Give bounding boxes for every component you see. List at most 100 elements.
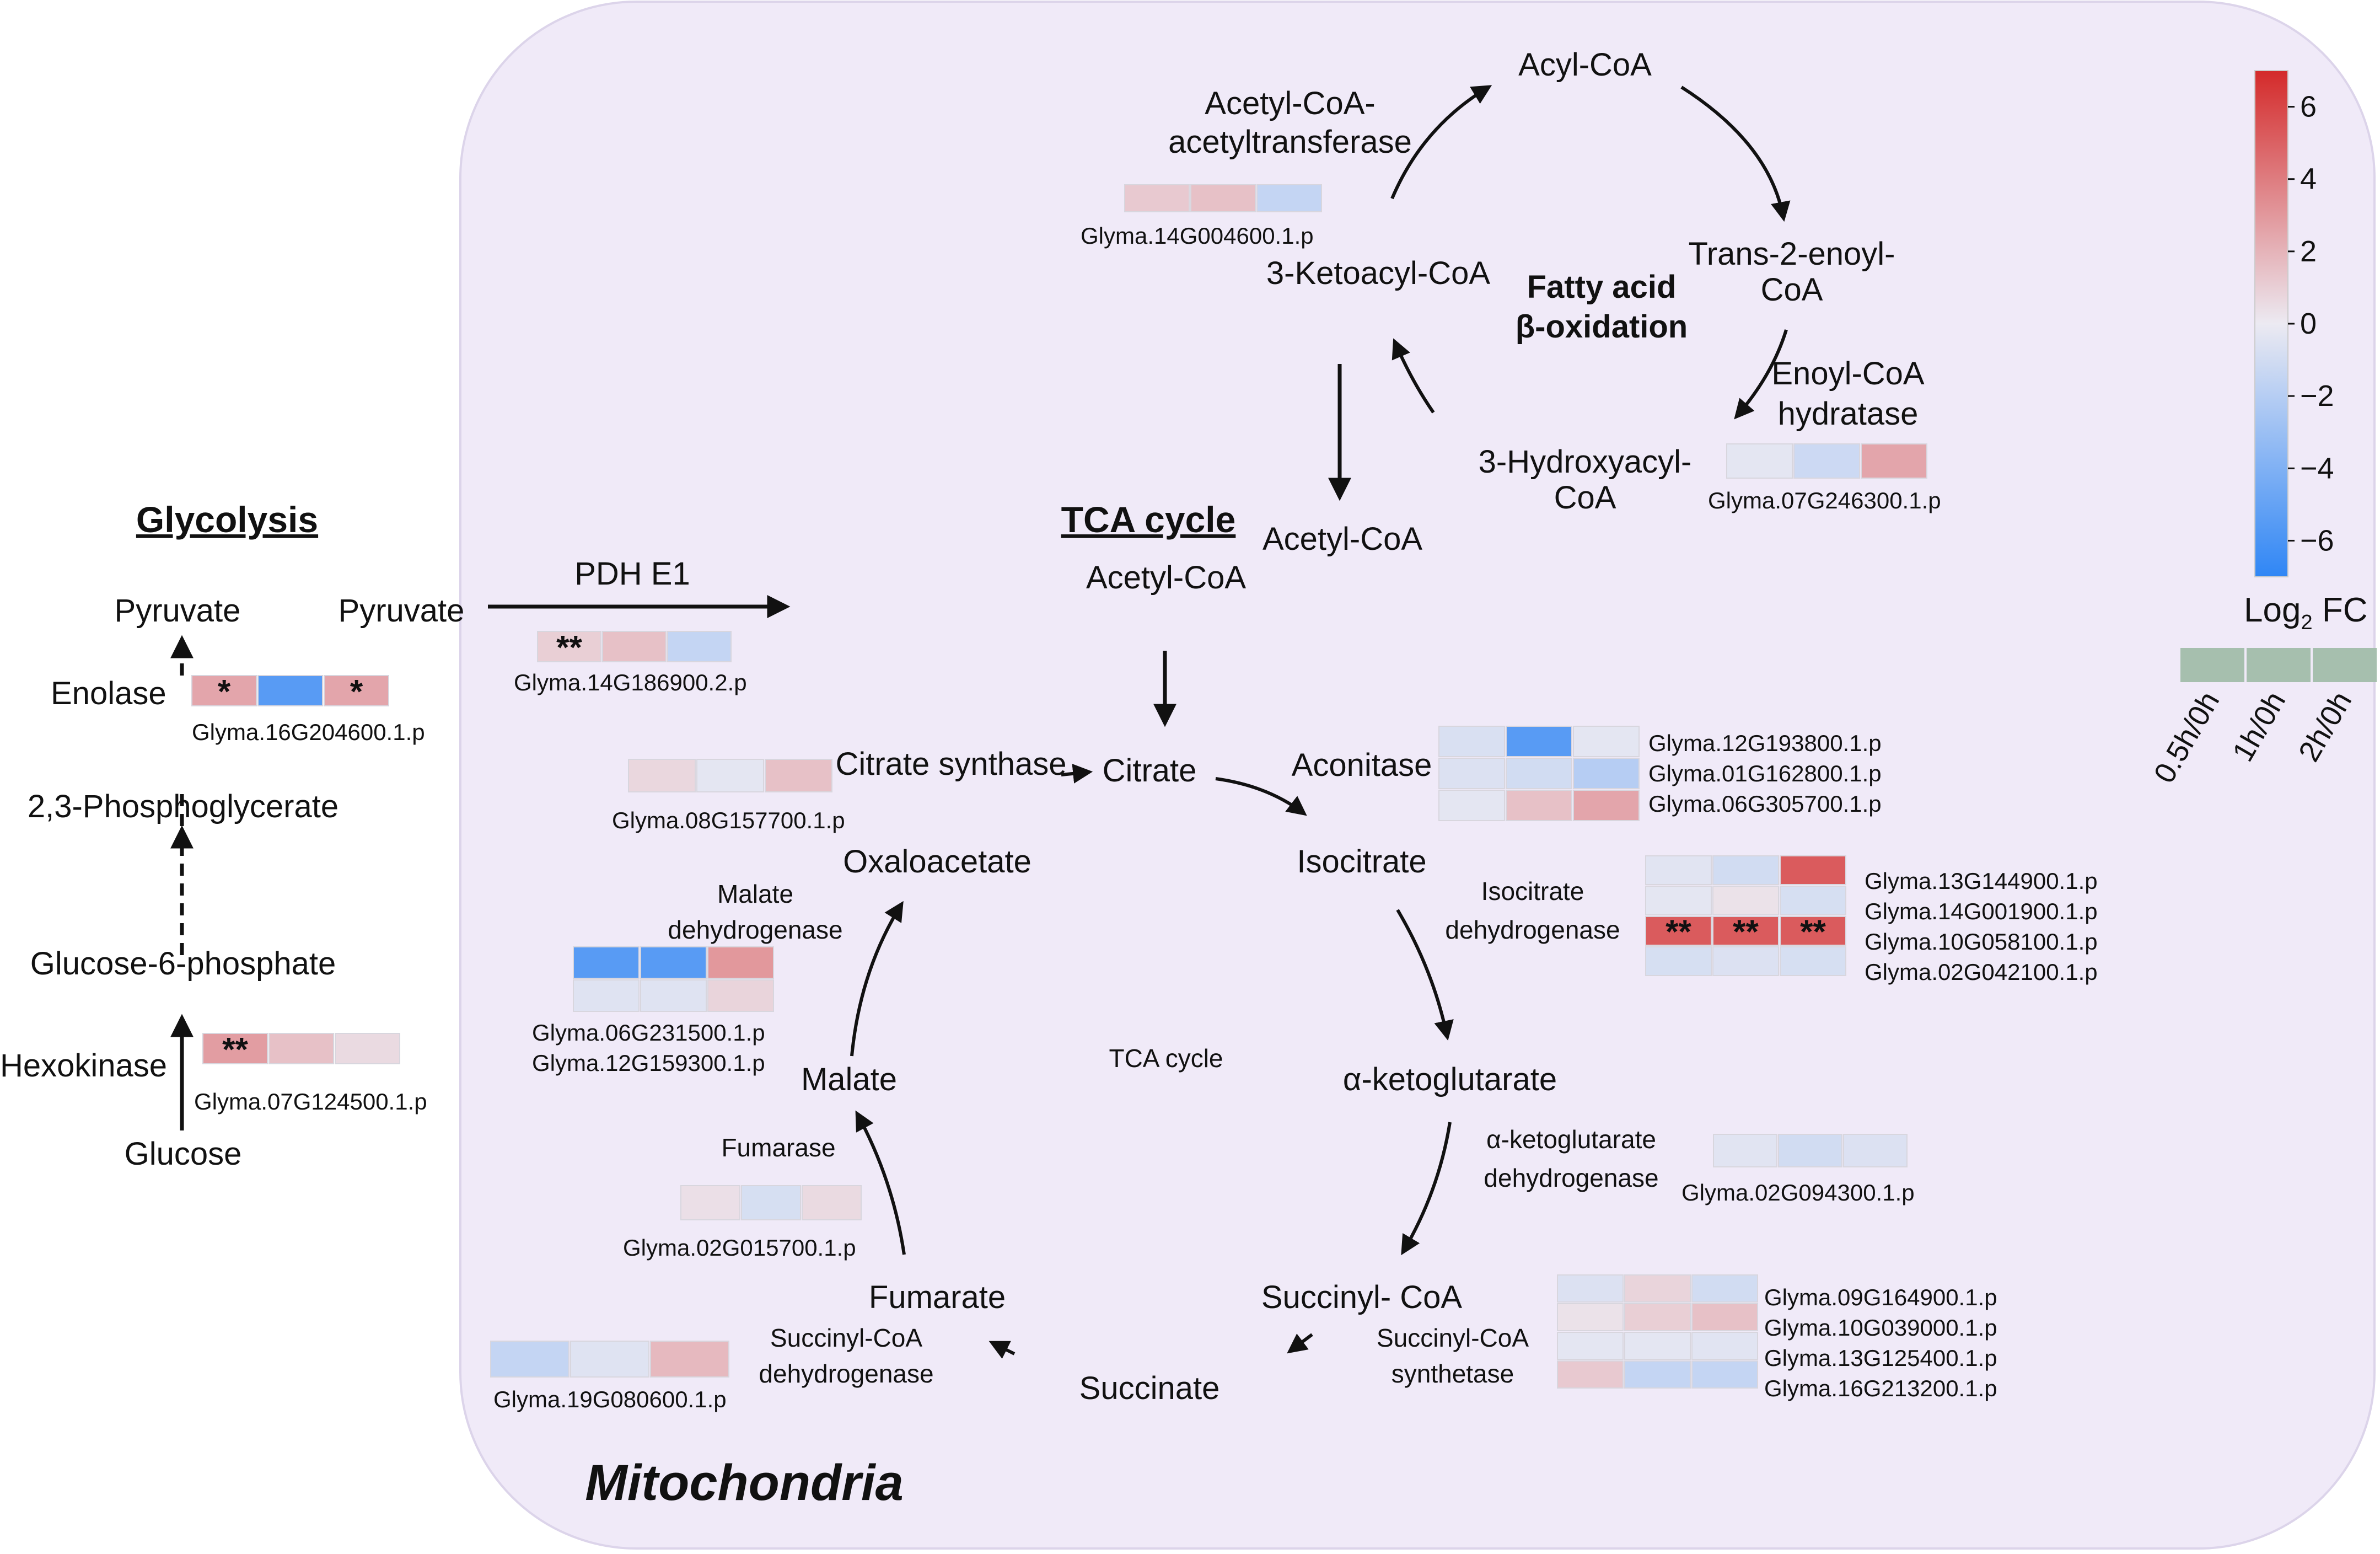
- trans-enoyl-coa-line1: Trans-2-enoyl-: [1689, 236, 1895, 272]
- scale-tick-label: −2: [2300, 379, 2334, 412]
- significance-stars: **: [1666, 913, 1691, 950]
- heatmap-cell: [570, 1341, 649, 1378]
- arrow-trans-hydroxy: [1734, 329, 1788, 420]
- enolase-label: Enolase: [51, 676, 166, 711]
- legend-label-fc: FC: [2313, 591, 2368, 629]
- heatmap-cell: [707, 979, 774, 1012]
- heatmaps: **Glyma.16G204600.1.p**Glyma.07G124500.1…: [191, 184, 2098, 1412]
- significance-stars: **: [556, 629, 582, 666]
- acat-line2: acetyltransferase: [1168, 124, 1412, 160]
- color-scale-bar: [2254, 70, 2288, 577]
- gene-id-label: Glyma.13G144900.1.p: [1865, 868, 2098, 894]
- gene-id-label: Glyma.10G058100.1.p: [1865, 929, 2098, 955]
- heatmap-cell: [1624, 1303, 1691, 1331]
- trans-enoyl-coa-line2: CoA: [1761, 272, 1823, 308]
- arrow-acyl-trans: [1680, 85, 1791, 222]
- oxaloacetate: Oxaloacetate: [843, 844, 1031, 880]
- significance-stars: **: [1800, 913, 1826, 950]
- gene-id-label: Glyma.08G157700.1.p: [612, 807, 845, 833]
- heatmap-cell: [324, 675, 389, 706]
- sdh-line1: Succinyl-CoA: [770, 1323, 922, 1352]
- legend-column-cell: [2247, 648, 2311, 682]
- heatmap-fum: Glyma.02G015700.1.p: [623, 1185, 862, 1261]
- heatmap-cell: [1712, 946, 1779, 976]
- arrow-citrate-isocitrate: [1215, 777, 1307, 816]
- pdh-e1-label: PDH E1: [574, 556, 690, 592]
- heatmap-cell: [1780, 946, 1846, 976]
- heatmap-cell: [1843, 1134, 1908, 1167]
- gene-id-label: Glyma.02G015700.1.p: [623, 1235, 856, 1261]
- gene-id-label: Glyma.16G213200.1.p: [1764, 1375, 1997, 1401]
- significance-stars: *: [350, 673, 363, 710]
- gene-id-label: Glyma.06G231500.1.p: [532, 1020, 765, 1046]
- heatmap-akgdh: Glyma.02G094300.1.p: [1681, 1134, 1915, 1205]
- gene-id-label: Glyma.10G039000.1.p: [1764, 1315, 1997, 1341]
- heatmap-cell: [1691, 1303, 1758, 1331]
- heatmap-cell: [765, 759, 832, 792]
- heatmap-cell: [1624, 1274, 1691, 1303]
- gene-id-label: Glyma.02G042100.1.p: [1865, 959, 2098, 985]
- gene-id-label: Glyma.07G246300.1.p: [1708, 487, 1941, 513]
- heatmap-cs: Glyma.08G157700.1.p: [612, 759, 845, 833]
- heatmap-cell: [537, 631, 601, 662]
- heatmap-acat: Glyma.14G004600.1.p: [1081, 184, 1322, 249]
- heatmap-cell: [1124, 184, 1190, 212]
- tca-title: TCA cycle: [1061, 499, 1236, 540]
- arrow-fumarate-malate: [855, 1110, 906, 1255]
- heatmap-cell: [1713, 1134, 1777, 1167]
- scs-line1: Succinyl-CoA: [1377, 1323, 1529, 1352]
- scale-tick-label: 4: [2300, 163, 2317, 196]
- glycolysis-title: Glycolysis: [136, 499, 318, 540]
- acat-line1: Acetyl-CoA-: [1205, 85, 1375, 121]
- heatmap-cell: [1793, 443, 1860, 479]
- heatmap-cell: [335, 1033, 400, 1064]
- heatmap-idh: Glyma.13G144900.1.pGlyma.14G001900.1.p**…: [1645, 855, 2098, 985]
- heatmap-cell: [1780, 916, 1846, 946]
- heatmap-cell: [1726, 443, 1793, 479]
- alpha-ketoglutarate: α-ketoglutarate: [1343, 1062, 1557, 1097]
- beta-oxidation-arrows: [1328, 85, 1791, 501]
- heatmap-cell: [667, 631, 732, 662]
- fatty-acid-title-line2: β-oxidation: [1516, 309, 1688, 345]
- akgdh-line1: α-ketoglutarate: [1486, 1125, 1656, 1154]
- gene-id-label: Glyma.12G193800.1.p: [1648, 730, 1882, 756]
- tca-arrows: [850, 763, 1454, 1359]
- arrow-ketoacyl-acyl: [1390, 85, 1492, 200]
- heatmap-cell: [573, 946, 640, 979]
- heatmap-cell: [1557, 1274, 1624, 1303]
- heatmap-cell: [1712, 855, 1779, 885]
- scale-tick-label: 6: [2300, 90, 2317, 124]
- ketoacyl-coa: 3-Ketoacyl-CoA: [1266, 255, 1490, 291]
- heatmap-cell: [1861, 443, 1927, 479]
- heatmap-cell: [1506, 790, 1572, 821]
- pyruvate-glycolysis: Pyruvate: [115, 593, 241, 629]
- heatmap-cell: [1645, 855, 1712, 885]
- heatmap-cell: [602, 631, 667, 662]
- citrate-synthase-label: Citrate synthase: [835, 746, 1066, 782]
- acyl-coa: Acyl-CoA: [1518, 47, 1652, 83]
- legend-label: Log2 FC: [2244, 591, 2367, 634]
- heatmap-acon: Glyma.12G193800.1.pGlyma.01G162800.1.pGl…: [1438, 726, 1882, 821]
- isocitrate-dehydrogenase-line2: dehydrogenase: [1445, 915, 1620, 944]
- heatmap-cell: [1557, 1332, 1624, 1360]
- heatmap-cell: [1712, 886, 1779, 915]
- heatmap-ech: Glyma.07G246300.1.p: [1708, 443, 1941, 513]
- heatmap-cell: [640, 979, 707, 1012]
- gene-id-label: Glyma.02G094300.1.p: [1681, 1180, 1915, 1205]
- heatmap-cell: [1645, 886, 1712, 915]
- heatmap-cell: [1780, 886, 1846, 915]
- heatmap-cell: [680, 1185, 740, 1220]
- scs-line2: synthetase: [1392, 1359, 1514, 1388]
- gene-id-label: Glyma.19G080600.1.p: [493, 1386, 727, 1412]
- legend-label-sub: 2: [2301, 611, 2312, 634]
- heatmap-cell: [1645, 946, 1712, 976]
- fumarase-label: Fumarase: [721, 1133, 835, 1162]
- heatmap-scs: Glyma.09G164900.1.pGlyma.10G039000.1.pGl…: [1557, 1274, 1997, 1401]
- heatmap-cell: [268, 1033, 334, 1064]
- legend-label-log: Log: [2244, 591, 2301, 629]
- gene-id-label: Glyma.12G159300.1.p: [532, 1050, 765, 1076]
- mitochondria-title: Mitochondria: [585, 1455, 904, 1511]
- gene-id-label: Glyma.14G004600.1.p: [1081, 223, 1314, 249]
- glucose: Glucose: [125, 1136, 242, 1172]
